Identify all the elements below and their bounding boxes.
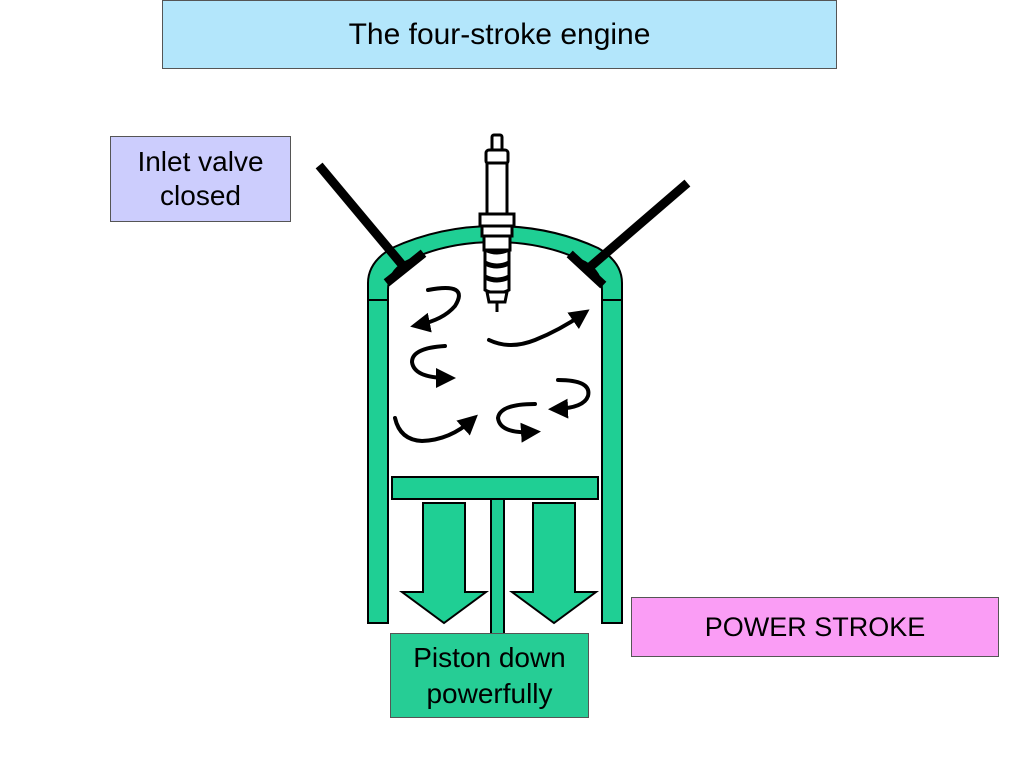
exhaust-valve-head bbox=[566, 250, 607, 289]
inlet-valve-head bbox=[383, 249, 427, 287]
swirl-arrow-icon bbox=[393, 414, 478, 444]
swirl-arrow-icon bbox=[487, 309, 590, 347]
spark-plug-icon bbox=[478, 133, 516, 312]
inlet-valve-label-line2: closed bbox=[160, 180, 241, 211]
swirl-arrow-icon bbox=[495, 402, 541, 443]
stroke-label-text: POWER STROKE bbox=[704, 611, 926, 642]
inlet-valve-stem bbox=[315, 162, 411, 274]
cylinder-right-wall bbox=[601, 289, 623, 624]
swirl-arrow-icon bbox=[409, 344, 456, 388]
exhaust-valve-stem bbox=[583, 179, 691, 274]
stroke-label: POWER STROKE bbox=[631, 597, 999, 657]
connecting-rod bbox=[490, 498, 505, 635]
piston bbox=[391, 476, 599, 635]
down-arrow-icon bbox=[508, 502, 600, 625]
swirl-arrow-icon bbox=[410, 286, 461, 333]
page-title: The four-stroke engine bbox=[162, 0, 837, 69]
down-arrows bbox=[398, 502, 600, 625]
down-arrow-icon bbox=[398, 502, 490, 625]
cylinder-head bbox=[367, 224, 623, 301]
inlet-valve-label: Inlet valve closed bbox=[110, 136, 291, 222]
valves bbox=[315, 162, 691, 289]
page-title-text: The four-stroke engine bbox=[348, 17, 651, 51]
cylinder bbox=[367, 224, 623, 624]
piston-label-line2: powerfully bbox=[426, 677, 553, 709]
piston-label: Piston down powerfully bbox=[390, 633, 589, 718]
swirl-arrow-icon bbox=[548, 378, 591, 419]
piston-head bbox=[391, 476, 599, 500]
piston-label-line1: Piston down bbox=[413, 641, 566, 673]
gas-swirls bbox=[393, 286, 591, 444]
inlet-valve-label-line1: Inlet valve bbox=[137, 146, 264, 177]
cylinder-left-wall bbox=[367, 289, 389, 624]
